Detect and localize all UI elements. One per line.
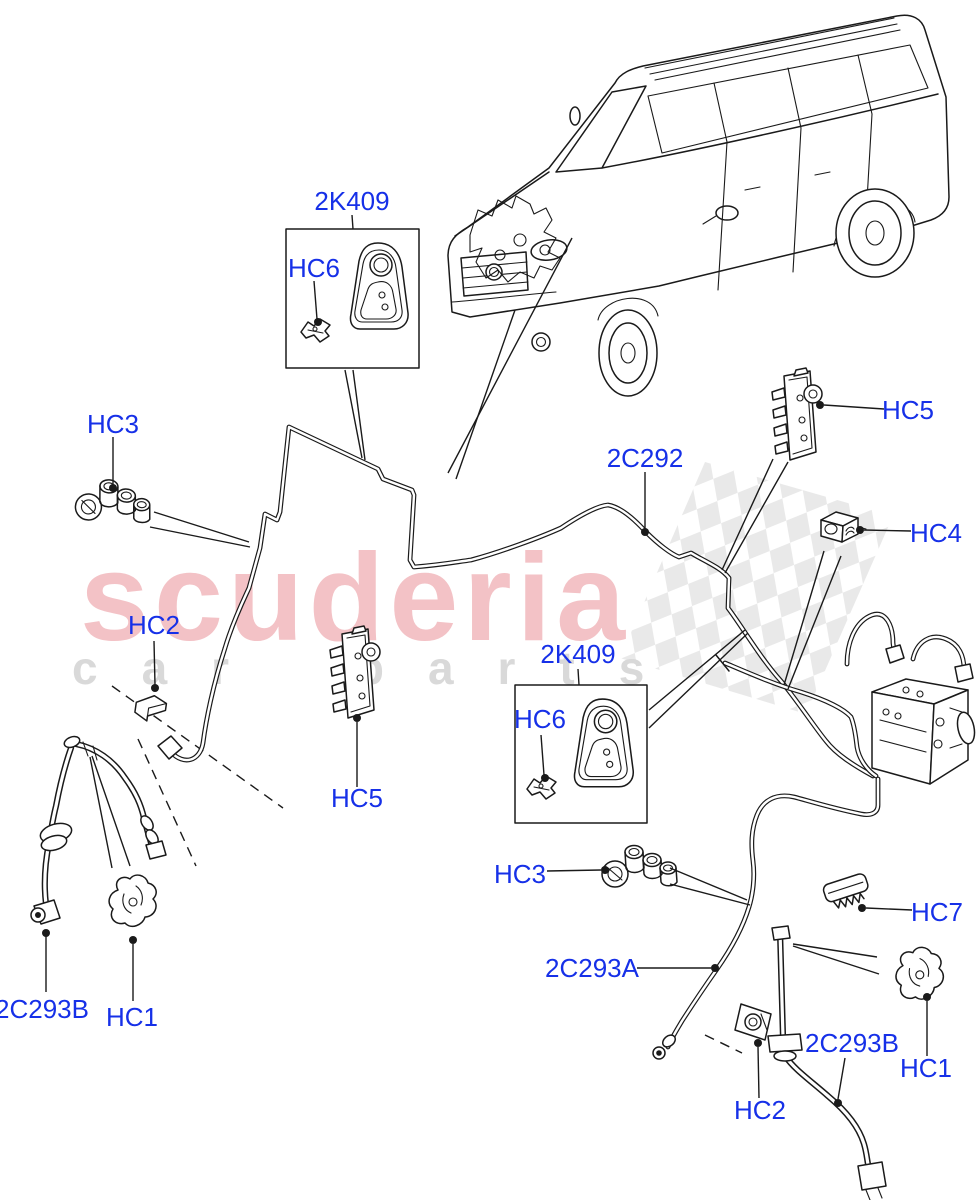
callout-labels: 2K409 HC6 HC3 HC2 HC5 2K409 HC6 2C292 HC…: [0, 186, 963, 1125]
front-fascia: [451, 239, 568, 352]
hose-top-cap: [63, 735, 81, 749]
callout-hc5-center[interactable]: HC5: [331, 783, 383, 813]
callout-hc4[interactable]: HC4: [910, 518, 962, 548]
part-clip-hc4: [820, 511, 867, 543]
callout-2c293b-left[interactable]: 2C293B: [0, 994, 89, 1024]
callout-2k409-top[interactable]: 2K409: [314, 186, 389, 216]
callout-hc3-bottom[interactable]: HC3: [494, 859, 546, 889]
part-clip-hc3-front-left: [74, 479, 151, 524]
callout-2c292[interactable]: 2C292: [607, 443, 684, 473]
side-windows: [647, 44, 929, 154]
abs-pipe-fitting-2: [954, 663, 974, 683]
callout-hc1-right[interactable]: HC1: [900, 1053, 952, 1083]
brake-hose-2c293b-right: [767, 925, 887, 1200]
pipe-end-fitting-left: [157, 735, 183, 760]
brake-hose-2c293b-left: [30, 735, 167, 925]
banjo-fitting: [30, 899, 61, 925]
callout-hc3-front-left[interactable]: HC3: [87, 409, 139, 439]
part-bracket-2k409-mid: [573, 698, 634, 788]
part-clip-hc1-left: [108, 874, 157, 928]
dashed-line-hc2-bottom: [704, 1034, 743, 1054]
dashed-line-hose-left: [137, 738, 197, 867]
hose-end-fitting: [857, 1161, 887, 1191]
vehicle-leader-line-2: [455, 309, 516, 480]
callout-2k409-mid[interactable]: 2K409: [540, 639, 615, 669]
abs-pipe-fitting-1: [885, 644, 905, 664]
beltline: [601, 93, 939, 169]
window-dividers: [713, 54, 873, 143]
brake-pipe-2c293a: [668, 779, 878, 1047]
abs-loop-pipe-1: [847, 614, 894, 664]
vehicle-leader-line-1: [447, 237, 573, 474]
watermark: scuderia car parts: [72, 462, 893, 714]
part-clip-hc6-top: [300, 318, 331, 343]
part-bracket-hc5-center: [329, 625, 381, 719]
hose-top-cap: [771, 925, 791, 941]
part-bracket-hc2-bottom: [734, 1003, 772, 1041]
part-clip-hc7: [822, 873, 869, 909]
leader-dots: [42, 318, 931, 1107]
part-bracket-2k409-top: [349, 242, 409, 330]
abs-module: [871, 678, 976, 785]
callout-2c293b-right[interactable]: 2C293B: [805, 1028, 899, 1058]
windshield: [555, 85, 647, 173]
callout-hc1-left[interactable]: HC1: [106, 1002, 158, 1032]
callout-hc2-bottom[interactable]: HC2: [734, 1095, 786, 1125]
brake-pipe-secondary: [715, 654, 876, 776]
rear-wheel: [835, 188, 915, 278]
roof-ribs: [644, 17, 901, 81]
mirror-stalk: [702, 215, 717, 225]
part-bracket-hc5-right: [771, 367, 823, 461]
part-clip-hc2-left: [134, 695, 168, 722]
vehicle-illustration: [447, 14, 950, 480]
hose-collar: [767, 1033, 803, 1053]
callout-hc2-front-left[interactable]: HC2: [128, 610, 180, 640]
part-clip-hc6-mid: [526, 775, 557, 800]
front-wheel: [598, 309, 658, 397]
hose-end-fitting: [145, 840, 167, 860]
engine-bay-lines: [469, 195, 561, 283]
callout-hc6-mid[interactable]: HC6: [514, 704, 566, 734]
hood-edge-line: [454, 171, 550, 237]
leader-lines: [45, 214, 928, 1100]
part-clip-hc3-bottom: [601, 844, 678, 888]
pipe-2c293a-end-fitting: [652, 1034, 677, 1060]
callout-hc5-right[interactable]: HC5: [882, 395, 934, 425]
side-mirror: [715, 205, 739, 221]
part-clip-hc1-right: [895, 946, 945, 1000]
callout-hc7[interactable]: HC7: [911, 897, 963, 927]
abs-loop-pipe-2: [913, 637, 964, 669]
pipe-end-cap: [715, 654, 730, 672]
callout-2c293a[interactable]: 2C293A: [545, 953, 640, 983]
callout-hc6-top[interactable]: HC6: [288, 253, 340, 283]
door-handles: [744, 171, 831, 191]
antenna-pod: [569, 106, 581, 126]
